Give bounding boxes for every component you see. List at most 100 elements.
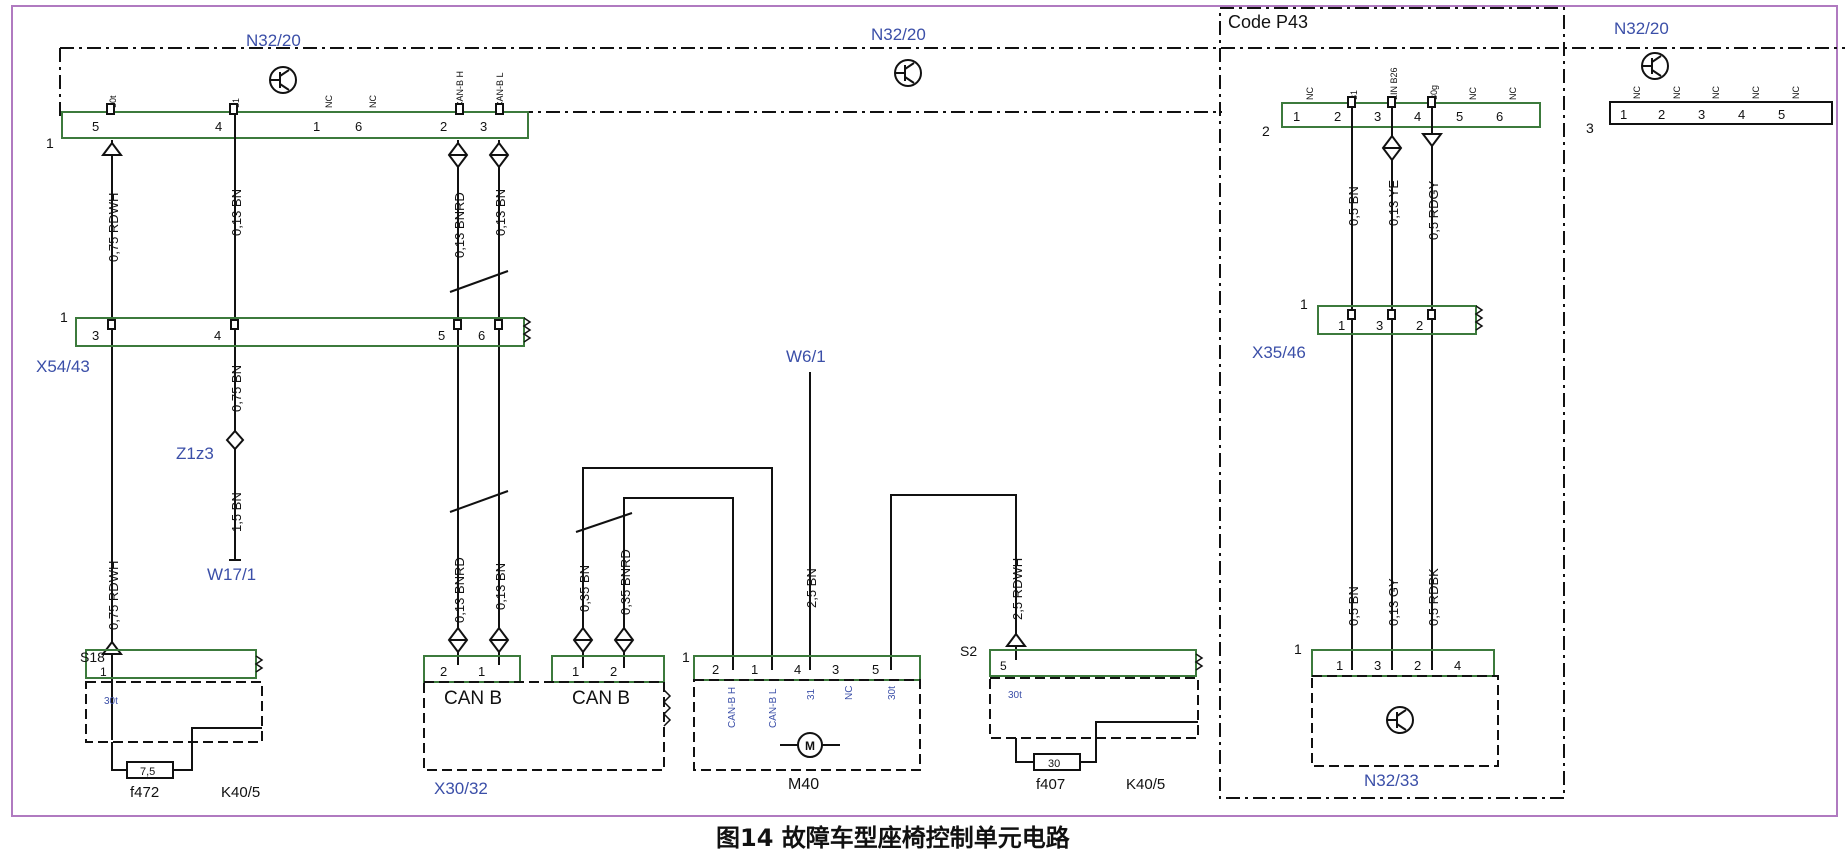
pin-signal: NC [1711, 86, 1721, 99]
wire-label: 0,75 BN [229, 365, 244, 412]
pin-number: 3 [92, 328, 99, 343]
n32-33-label: N32/33 [1364, 771, 1419, 790]
pin-number: 2 [1414, 658, 1421, 673]
x35-46-connector-number: 1 [1300, 296, 1308, 312]
k40-5-label-a: K40/5 [221, 784, 260, 801]
n32-33-bottom-connector-number: 1 [1294, 641, 1302, 657]
wire-lines [111, 106, 1433, 740]
wire-label: 0,13 YE [1386, 180, 1401, 226]
motor-icon: M [780, 732, 840, 758]
m40-label: M40 [788, 776, 819, 793]
s2-pin-signal: 30t [1008, 690, 1022, 701]
pin-number: 1 [478, 664, 485, 679]
pin-number: 2 [440, 664, 447, 679]
pin-number: 2 [1416, 318, 1423, 333]
s2-switch-assembly [989, 649, 1204, 771]
pin-number: 5 [92, 119, 99, 134]
n32-20-connector [61, 111, 529, 139]
pin-number: 4 [1454, 658, 1461, 673]
pin-number: 5 [1778, 107, 1785, 122]
s18-switch-assembly [85, 649, 264, 779]
wire-label: 0,13 GY [1386, 578, 1401, 626]
pin-signal: 30g [1429, 85, 1439, 100]
s2-pin-number: 5 [1000, 659, 1007, 673]
k40-5-label-b: K40/5 [1126, 776, 1165, 793]
m40-motor-assembly: M [693, 655, 921, 771]
pin-number: 3 [1698, 107, 1705, 122]
plug-connector-symbols [101, 133, 1443, 655]
pin-signal: NC [368, 95, 378, 108]
pin-number: 6 [1496, 109, 1503, 124]
pin-number: 6 [478, 328, 485, 343]
n32-20-pin-signals: 30t 31 NC NC CAN-B H CAN-B L [108, 71, 505, 108]
pin-signal: 31 [231, 98, 241, 108]
x35-46-label: X35/46 [1252, 343, 1306, 362]
x54-43-pin-numbers: 3 4 5 6 [92, 328, 485, 343]
transistor-icon [894, 59, 922, 87]
wire-label: 0,35 BN [577, 565, 592, 612]
wire-label: 2,5 BN [804, 568, 819, 608]
wire-label: 0,13 BNRD [452, 192, 467, 258]
x30-32-pin-numbers: 2 1 1 2 [440, 664, 617, 679]
z1z3-label: Z1z3 [176, 444, 214, 463]
n32-33-top-pin-signals: NC 31 LIN B26 30g NC NC [1305, 67, 1518, 100]
wire-labels: 0,75 RDWH 0,13 BN 0,13 BNRD 0,13 BN 0,75… [106, 180, 1441, 630]
pin-number: 3 [1374, 658, 1381, 673]
s2-label: S2 [960, 643, 977, 659]
pin-signal: NC [1632, 86, 1642, 99]
pin-signal: NC [1751, 86, 1761, 99]
pin-number: 4 [1414, 109, 1421, 124]
wire-label: 0,5 BN [1346, 186, 1361, 226]
x30-32-label: X30/32 [434, 779, 488, 798]
pin-number: 1 [1338, 318, 1345, 333]
can-b-label-2: CAN B [572, 688, 630, 709]
connector-break-mark [522, 317, 532, 343]
x54-43-connector-number: 1 [60, 309, 68, 325]
pin-signal: NC [1672, 86, 1682, 99]
pin-number: 2 [1658, 107, 1665, 122]
n32-20-right-label: N32/20 [1614, 19, 1669, 38]
x35-46-pin-numbers: 1 3 2 [1338, 318, 1423, 333]
f407-label: f407 [1036, 776, 1065, 793]
f472-label: f472 [130, 784, 159, 801]
m40-pin-numbers: 2 1 4 3 5 [712, 662, 879, 677]
pin-signal: LIN B26 [1389, 67, 1399, 100]
n32-33-unit [1311, 649, 1499, 767]
transistor-icon [269, 66, 297, 94]
pin-number: 2 [1334, 109, 1341, 124]
pin-number: 5 [1456, 109, 1463, 124]
pin-signal: 30t [887, 686, 898, 700]
w6-1-label: W6/1 [786, 347, 826, 366]
n32-20-pin-numbers: 5 4 1 6 2 3 [92, 119, 487, 134]
wire-label: 0,13 BN [229, 189, 244, 236]
wire-label: 0,13 BN [493, 189, 508, 236]
can-b-label-1: CAN B [444, 688, 502, 709]
fuse-f472-rating: 7,5 [140, 766, 155, 778]
pin-signal: CAN-B L [495, 72, 505, 108]
s18-label: S18 [80, 649, 105, 665]
wire-label: 1,5 BN [229, 492, 244, 532]
n32-20-mid-label: N32/20 [871, 25, 926, 44]
pin-signal: NC [324, 95, 334, 108]
wire-label: 0,75 RDWH [106, 193, 121, 262]
x30-32-assembly [423, 655, 672, 771]
pin-number: 1 [572, 664, 579, 679]
pin-signal: NC [844, 686, 855, 700]
s18-connector-number: 1 [100, 665, 107, 679]
pin-signal: NC [1791, 86, 1801, 99]
x54-43-terminals [107, 319, 503, 330]
figure-caption: 图14 故障车型座椅控制单元电路 [716, 824, 1071, 852]
pin-number: 4 [1738, 107, 1745, 122]
pin-number: 4 [214, 328, 221, 343]
pin-signal: 31 [806, 688, 817, 700]
pin-number: 3 [480, 119, 487, 134]
diagram-frame [11, 5, 1838, 817]
connector-break-mark [1474, 305, 1484, 331]
m40-connector-number: 1 [682, 649, 690, 665]
pin-number: 3 [832, 662, 839, 677]
wire-label: 0,5 BN [1346, 586, 1361, 626]
pin-signal: NC [1468, 87, 1478, 100]
wire-label: 0,35 BNRD [618, 549, 633, 615]
fuse-f407-rating: 30 [1048, 758, 1060, 770]
